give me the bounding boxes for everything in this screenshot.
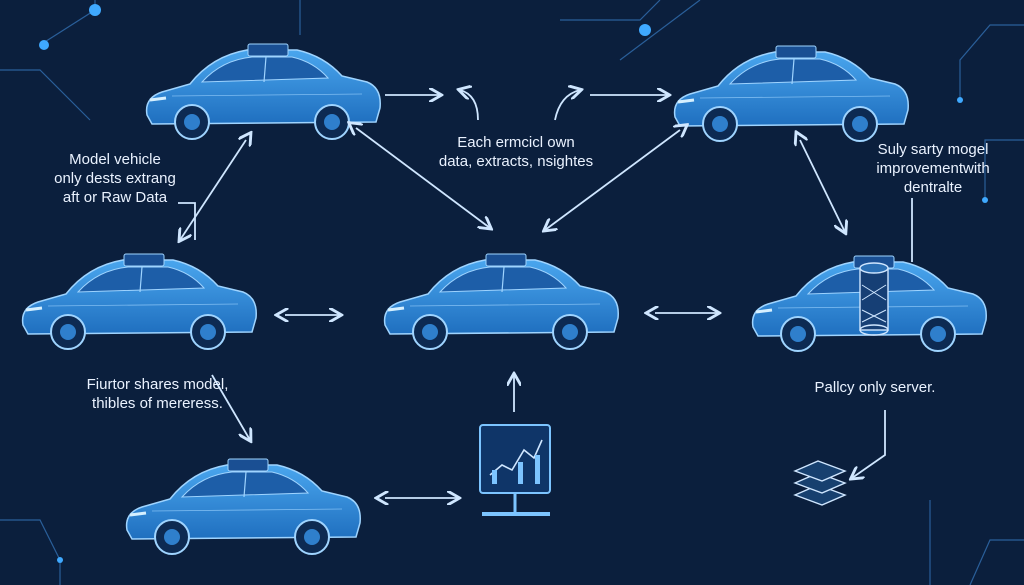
database-cylinder-icon <box>859 262 889 336</box>
vehicle-bottom-left <box>125 457 362 556</box>
label-line: aft or Raw Data <box>62 189 168 206</box>
label-left-lower: Fiurtor shares model, thibles of mereres… <box>70 375 245 413</box>
label-line: Model vehicle <box>69 151 161 168</box>
stacked-disk-icon <box>793 460 847 506</box>
vehicle-mid-left <box>21 252 258 351</box>
label-line: Suly sarty mogel <box>877 141 989 158</box>
vehicle-center <box>383 252 620 351</box>
label-center-top: Each ermcicl own data, extracts, nsighte… <box>436 133 596 171</box>
label-right-lower: Pallcy only server. <box>800 378 950 397</box>
vehicle-top-left <box>145 42 382 141</box>
connection-arrows <box>178 90 913 498</box>
label-line: thibles of mereress. <box>92 395 223 412</box>
chart-monitor-icon <box>479 424 551 516</box>
label-line: dentralte <box>903 179 963 196</box>
label-left-upper: Model vehicle only dests extrang aft or … <box>40 150 190 207</box>
label-line: Each ermcicl own <box>457 134 575 151</box>
label-line: Pallcy only server. <box>814 379 936 396</box>
vehicle-top-right <box>673 44 910 143</box>
label-line: improvementwith <box>876 160 990 177</box>
label-line: only dests extrang <box>54 170 176 187</box>
label-right-upper: Suly sarty mogel improvementwith dentral… <box>862 140 1004 197</box>
label-line: Fiurtor shares model, <box>86 376 229 393</box>
label-line: data, extracts, nsightes <box>438 153 594 170</box>
circuit-nodes <box>39 4 988 563</box>
